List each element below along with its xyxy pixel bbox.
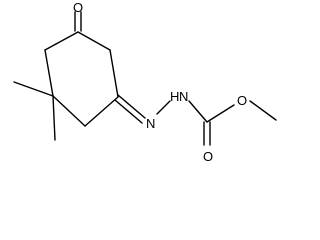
ring-bond-c1-c2 xyxy=(77,31,111,51)
n-n-bond xyxy=(156,100,171,115)
hydrazide-hydrogen-label: H xyxy=(170,89,179,104)
structure-canvas: O N H N O O xyxy=(13,0,277,164)
ester-c-o-bond xyxy=(206,104,235,123)
ester-oxygen-label: O xyxy=(237,93,247,108)
ketone-oxygen-label: O xyxy=(73,0,83,15)
methyl-bond-left xyxy=(13,81,54,97)
molecule-drawing: O N H N O O xyxy=(13,0,277,164)
hydrazide-nitrogen-label: N xyxy=(179,89,188,104)
methoxy-bond xyxy=(249,100,277,121)
imine-double-bond-a xyxy=(117,94,146,119)
ring-bond-c2-c3 xyxy=(109,49,119,98)
imine-nitrogen-label: N xyxy=(146,116,155,131)
carbonyl-oxygen-label: O xyxy=(203,149,213,164)
ring-bond-c4-c5 xyxy=(52,95,86,127)
methyl-bond-down xyxy=(52,95,56,141)
ring-bond-c3-c4 xyxy=(84,96,119,127)
ring-bond-c5-c6 xyxy=(44,49,54,97)
imine-double-bond-b xyxy=(114,99,143,124)
nh-carbonyl-bond xyxy=(188,100,208,123)
ring-bond-c6-c1 xyxy=(44,31,79,51)
